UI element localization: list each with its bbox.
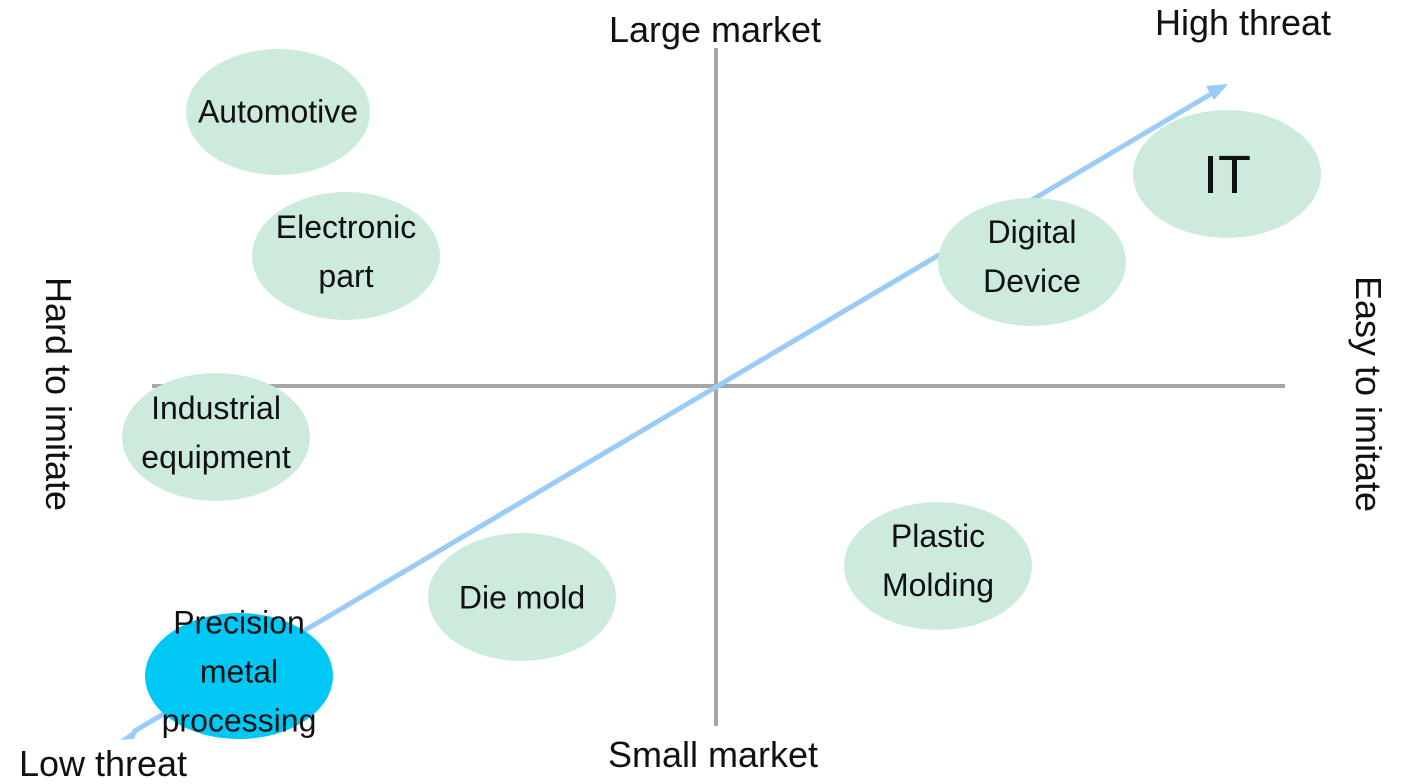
bubble-industrial-equipment xyxy=(122,373,310,501)
label-electronic-part: Electronic part xyxy=(275,209,417,294)
axis-label-easy-to-imitate: Easy to imitate xyxy=(1348,275,1389,513)
axis-label-large-market: Large market xyxy=(608,9,822,50)
bubble-die-mold xyxy=(428,533,616,661)
bubble-digital-device xyxy=(938,198,1126,326)
bubble-precision-metal-processing xyxy=(145,613,333,739)
threat-arrowhead-low xyxy=(120,726,140,740)
axis-label-small-market: Small market xyxy=(607,734,819,775)
threat-arrowhead-high xyxy=(1206,84,1228,100)
label-low-threat: Low threat xyxy=(18,743,188,784)
label-digital-device: Digital Device xyxy=(983,214,1081,299)
bubble-plastic-molding xyxy=(844,502,1032,630)
bubble-electronic-part xyxy=(252,192,440,320)
axis-label-hard-to-imitate: Hard to imitate xyxy=(38,276,79,512)
label-high-threat: High threat xyxy=(1154,2,1332,43)
bubble-it xyxy=(1133,110,1321,238)
label-precision-metal-processing: Precision metal processing xyxy=(161,604,317,739)
bubble-automotive xyxy=(186,49,370,175)
label-automotive: Automotive xyxy=(197,93,359,130)
label-it: IT xyxy=(1203,145,1251,205)
label-plastic-molding: Plastic Molding xyxy=(881,518,995,603)
label-die-mold: Die mold xyxy=(458,579,586,616)
label-industrial-equipment: Industrial equipment xyxy=(141,390,291,475)
threat-arrow-line xyxy=(131,88,1218,735)
